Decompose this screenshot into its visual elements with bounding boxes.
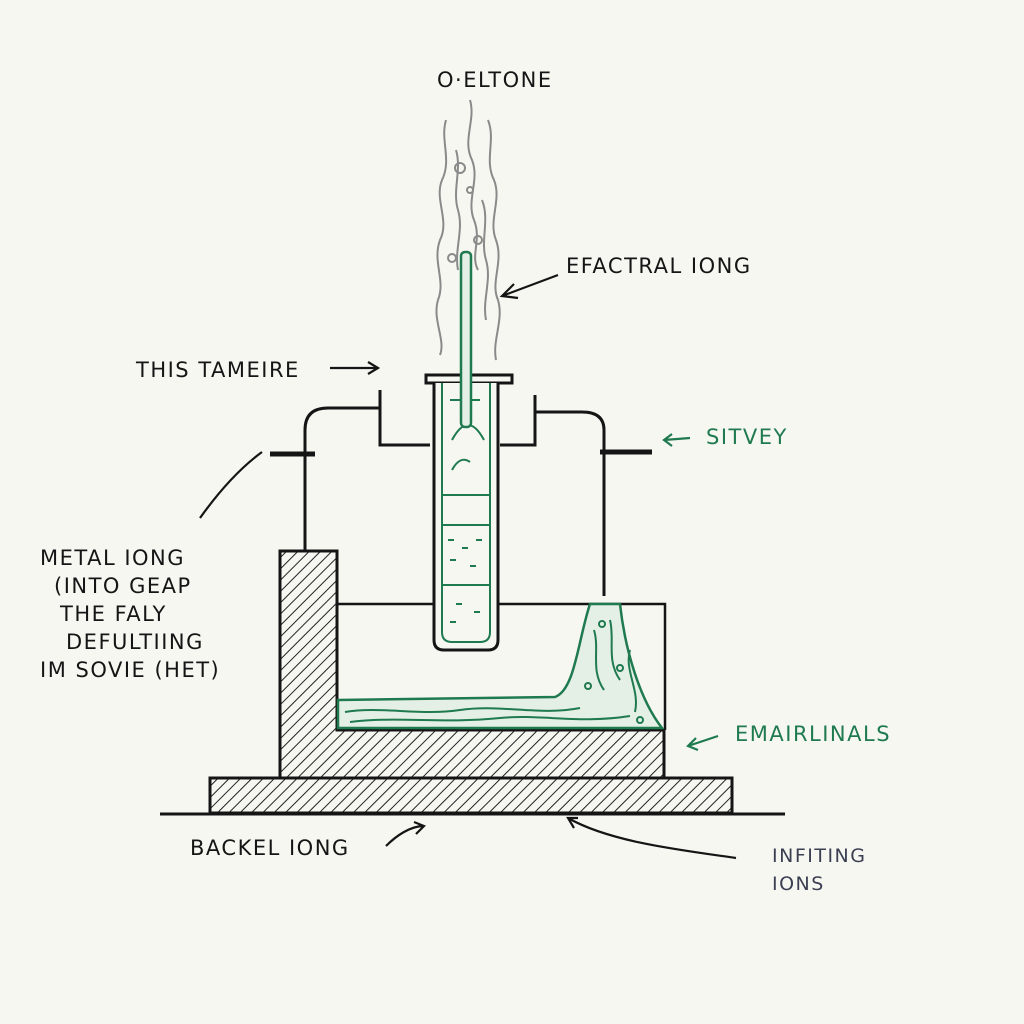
backel-arrow [385, 820, 426, 847]
base-plate [208, 776, 734, 815]
tube-arrow [330, 361, 381, 375]
metal-line: METAL IONG [40, 546, 186, 570]
metal-line: DEFULTIING [66, 630, 204, 654]
infiting-arrow [566, 816, 737, 860]
label-metal-block: METAL IONG (INTO GEAP THE FALY DEFULTIIN… [40, 544, 220, 684]
infiting-line: INFITING [772, 845, 867, 867]
label-sitvey: SITVEY [706, 425, 788, 449]
metal-line: THE FALY [60, 602, 167, 626]
label-backel: BACKEL IONG [190, 836, 350, 860]
left-pipe [303, 390, 430, 551]
electrode-rod [459, 250, 473, 429]
label-top: O·ELTONE [437, 68, 553, 92]
label-tube: THIS TAMEIRE [136, 358, 300, 382]
test-tube [432, 383, 500, 652]
metal-line: (INTO GEAP [54, 574, 192, 598]
emairlinals-arrow [686, 734, 719, 752]
smoke-plume [435, 99, 501, 361]
pointer-arrows [199, 273, 737, 860]
infiting-line: IONS [772, 873, 825, 895]
label-electrode: EFACTRAL IONG [566, 254, 752, 278]
metal-arrow [199, 451, 263, 519]
tank-liquid [336, 602, 665, 730]
label-emairlinals: EMAIRLINALS [735, 722, 892, 746]
label-infiting-block: INFITING IONS [772, 842, 867, 898]
right-pipe [500, 395, 606, 596]
metal-line: IM SOVIE (HET) [40, 658, 221, 682]
electrode-arrow [499, 273, 559, 300]
sitvey-arrow [662, 433, 691, 447]
